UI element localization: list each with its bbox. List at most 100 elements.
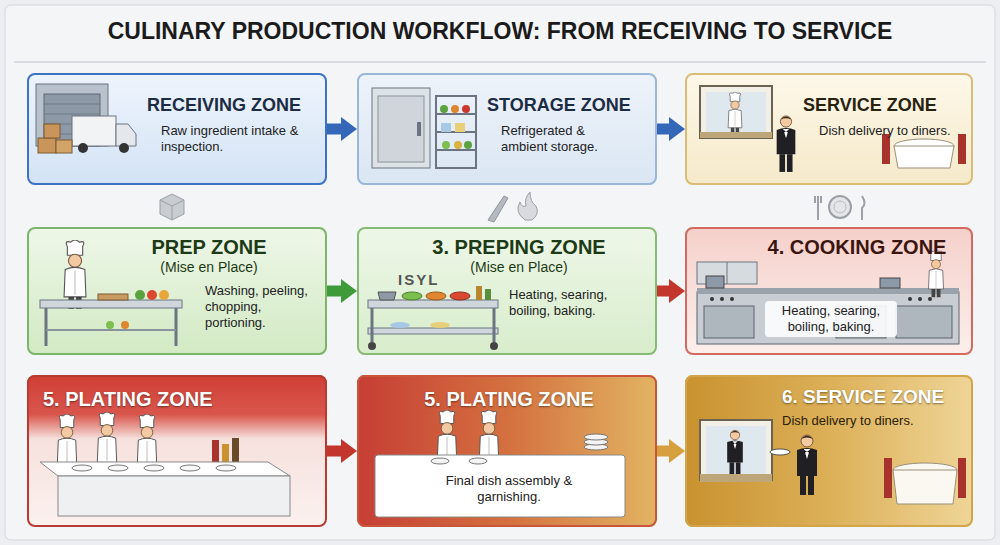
- storage-illustration: [436, 96, 476, 168]
- zone-description: Washing, peeling, chopping, portioning.: [205, 283, 323, 331]
- row-icon: [815, 196, 821, 220]
- label-slot: ISYL: [398, 271, 439, 289]
- delivery-illustration: [700, 420, 772, 480]
- cooking-illustration: [727, 262, 728, 284]
- text-slot: (Mise en Place): [89, 259, 329, 276]
- row-icon: [160, 194, 184, 220]
- zone-description: Dish delivery to diners.: [782, 413, 968, 429]
- cooking-illustration: [880, 278, 900, 288]
- row-icon: [488, 196, 508, 222]
- preping-illustration: [485, 289, 491, 300]
- text-slot: Dish delivery to diners.: [819, 123, 959, 139]
- plating-illustration: [40, 412, 290, 516]
- plating-illustration: [180, 465, 200, 471]
- cooking-illustration: [704, 306, 754, 338]
- prep-illustration: [135, 290, 145, 300]
- preping-illustration: [430, 322, 450, 328]
- prep-illustration: [159, 290, 169, 300]
- flow-arrow: [657, 446, 675, 457]
- storage-illustration: [464, 141, 472, 149]
- zone-description: Heating, searing, boiling, baking.: [765, 301, 897, 337]
- cooking-illustration: [928, 297, 932, 301]
- zone-description: Heating, searing, boiling, baking.: [509, 287, 633, 319]
- service-illustration: [777, 116, 796, 172]
- page-ground: [14, 61, 986, 63]
- assembly-illustration: [375, 455, 625, 517]
- storage-illustration: [436, 149, 476, 151]
- storage-illustration: [454, 141, 462, 149]
- zone-box: STORAGE ZONERefrigerated & ambient stora…: [357, 73, 657, 185]
- prep-illustration: [121, 321, 129, 329]
- text-slot: Raw ingredient intake & inspection.: [161, 123, 299, 155]
- zone-heading: 3. PREPING ZONE: [399, 235, 639, 259]
- zone-heading: RECEIVING ZONE: [147, 95, 325, 117]
- plating-illustration: [58, 476, 290, 516]
- cooking-illustration: [697, 288, 959, 294]
- flow-arrow: [657, 124, 675, 135]
- storage-illustration: [378, 96, 424, 162]
- cooking-illustration: [896, 306, 952, 338]
- zone-heading: 4. COOKING ZONE: [747, 235, 967, 259]
- service-illustration: [700, 86, 772, 138]
- delivery-illustration: [700, 420, 966, 504]
- page-ground: [5, 5, 995, 540]
- delivery-illustration: [700, 474, 772, 482]
- receiving-illustration: [119, 143, 129, 153]
- assembly-illustration: [375, 410, 625, 517]
- zone-heading: STORAGE ZONE: [487, 95, 653, 117]
- receiving-illustration: [116, 124, 136, 146]
- delivery-illustration: [884, 458, 892, 498]
- text-slot: Washing, peeling, chopping, portioning.: [205, 283, 323, 331]
- box-fill: [27, 73, 973, 527]
- flow-arrow: [327, 446, 347, 457]
- row-icon: [160, 200, 184, 220]
- receiving-illustration: [38, 138, 56, 153]
- box-fill: [357, 227, 657, 355]
- assembly-illustration: [584, 434, 608, 440]
- text-slot: Final dish assembly & garnishing.: [424, 473, 594, 505]
- storage-illustration: [436, 113, 476, 115]
- preping-illustration: [371, 308, 374, 342]
- preping-illustration: [368, 342, 376, 350]
- cooking-illustration: [710, 297, 714, 301]
- cooking-illustration: [730, 297, 734, 301]
- prep-illustration: [98, 294, 128, 300]
- zone-box: 5. PLATING ZONE Final dish assembly & gar…: [357, 375, 657, 527]
- text-slot: SERVICE ZONE: [803, 95, 969, 117]
- service-illustration: [728, 92, 742, 135]
- box-fill: [357, 73, 657, 185]
- zone-box: PREP ZONE(Mise en Place) Washing, peeling…: [27, 227, 327, 355]
- zone-description: Raw ingredient intake & inspection.: [161, 123, 299, 155]
- plating-illustration: [232, 438, 239, 462]
- row-icon: [518, 192, 537, 220]
- text-slot: PREP ZONE: [89, 235, 329, 259]
- title-slot: CULINARY PRODUCTION WORKFLOW: FROM RECEI…: [10, 17, 990, 45]
- preping-illustration: [390, 322, 410, 328]
- service-illustration: [882, 134, 890, 164]
- storage-illustration: [440, 105, 448, 113]
- text-slot: 3. PREPING ZONE: [399, 235, 639, 259]
- preping-illustration: [476, 286, 482, 300]
- cooking-illustration: [908, 297, 912, 301]
- plating-illustration: [40, 462, 290, 476]
- text-slot: Heating, searing, boiling, baking.: [509, 287, 633, 319]
- zone-box: RECEIVING ZONE Raw ingredient intake & in…: [27, 73, 327, 185]
- text-slot: RECEIVING ZONE: [147, 95, 325, 117]
- service-illustration: [894, 146, 954, 168]
- zone-heading: 5. PLATING ZONE: [43, 387, 313, 411]
- text-slot: STORAGE ZONE: [487, 95, 653, 117]
- receiving-illustration: [56, 140, 72, 153]
- box-fill: [685, 73, 973, 185]
- plating-illustration: [144, 465, 164, 471]
- prep-illustration: [46, 329, 176, 331]
- box-fill: [27, 375, 327, 527]
- cooking-illustration: [720, 297, 724, 301]
- text-slot: 6. SERVICE ZONE: [782, 385, 968, 408]
- receiving-illustration: [72, 116, 116, 146]
- text-slot: 5. PLATING ZONE: [389, 387, 629, 411]
- receiving-illustration: [44, 124, 60, 138]
